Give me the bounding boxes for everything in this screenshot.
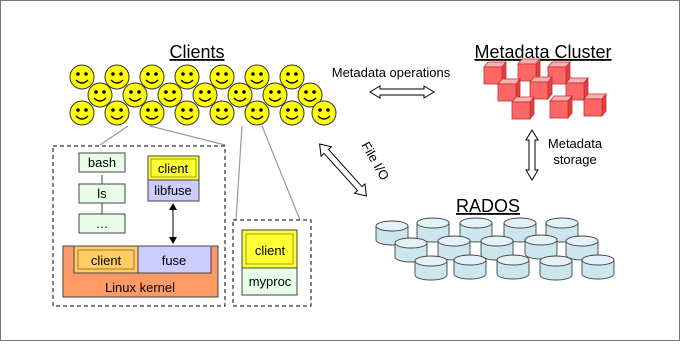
myproc-client-label: client — [255, 243, 286, 258]
smiley-face-icon — [122, 82, 148, 108]
smiley-face-icon — [209, 64, 235, 90]
disk-cylinder-icon — [496, 254, 530, 280]
smiley-face-icon — [104, 100, 130, 126]
fuse-label: fuse — [162, 253, 187, 268]
process-label-ls: ls — [97, 186, 107, 201]
cube-icon — [529, 76, 553, 100]
smiley-face-icon — [209, 100, 235, 126]
clients-title: Clients — [169, 42, 224, 62]
metadata-cluster-title: Metadata Cluster — [474, 42, 611, 62]
smiley-face-icon — [174, 64, 200, 90]
myproc-label: myproc — [249, 274, 292, 289]
libfuse-label: libfuse — [154, 183, 192, 198]
smiley-face-icon — [104, 64, 130, 90]
kernel-client-inner — [77, 249, 135, 270]
rados-title: RADOS — [456, 196, 520, 216]
smiley-face-icon — [69, 100, 95, 126]
kernel-host-box — [52, 145, 226, 307]
disk-cylinder-icon — [581, 254, 615, 280]
connector-line — [149, 125, 226, 146]
myproc-client-inner — [245, 233, 294, 265]
connector-line — [235, 125, 243, 221]
libfuse-box — [147, 179, 200, 202]
kernel-client-label: client — [91, 253, 122, 268]
process-box-ellipsis — [78, 213, 126, 234]
process-box-ls — [78, 183, 126, 204]
disk-cylinder-icon — [524, 234, 558, 260]
smiley-face-icon — [192, 82, 218, 108]
metadata-operations-arrow — [369, 85, 435, 99]
cube-icon — [549, 95, 573, 119]
cube-icon — [583, 93, 607, 117]
myproc-box — [241, 267, 298, 296]
libfuse-client-box — [147, 155, 200, 181]
smiley-face-icon — [157, 82, 183, 108]
fuse-box — [137, 245, 212, 274]
connector-line — [261, 125, 301, 221]
disk-cylinder-icon — [453, 254, 487, 280]
smiley-face-icon — [69, 64, 95, 90]
cube-icon — [511, 96, 535, 120]
smiley-face-icon — [279, 100, 305, 126]
process-label-bash: bash — [88, 155, 116, 170]
metadata-operations-label: Metadata operations — [332, 65, 451, 80]
linux-kernel-label: Linux kernel — [105, 280, 175, 295]
smiley-face-icon — [244, 100, 270, 126]
disk-cylinder-icon — [414, 255, 448, 281]
libfuse-client-label: client — [158, 161, 189, 176]
fuse-arrowhead-down — [169, 237, 177, 244]
file-io-arrow — [318, 143, 368, 197]
smiley-face-icon — [311, 100, 337, 126]
smiley-face-icon — [174, 100, 200, 126]
process-label-ellipsis: … — [96, 216, 109, 231]
metadata-storage-arrow — [525, 129, 539, 181]
smiley-face-icon — [279, 64, 305, 90]
smiley-face-icon — [139, 64, 165, 90]
smiley-face-icon — [262, 82, 288, 108]
smiley-face-icon — [139, 100, 165, 126]
smiley-face-icon — [87, 82, 113, 108]
myproc-host-box — [232, 219, 312, 307]
libfuse-client-inner — [150, 158, 197, 178]
connector-line — [99, 125, 129, 146]
process-box-bash — [78, 152, 126, 173]
disk-cylinder-icon — [539, 255, 573, 281]
smiley-face-icon — [244, 64, 270, 90]
fuse-arrowhead-up — [169, 203, 177, 210]
metadata-storage-label-line1: Metadata — [548, 136, 603, 151]
metadata-storage-label-line2: storage — [553, 152, 596, 167]
smiley-face-icon — [227, 82, 253, 108]
myproc-client-box — [241, 229, 298, 269]
